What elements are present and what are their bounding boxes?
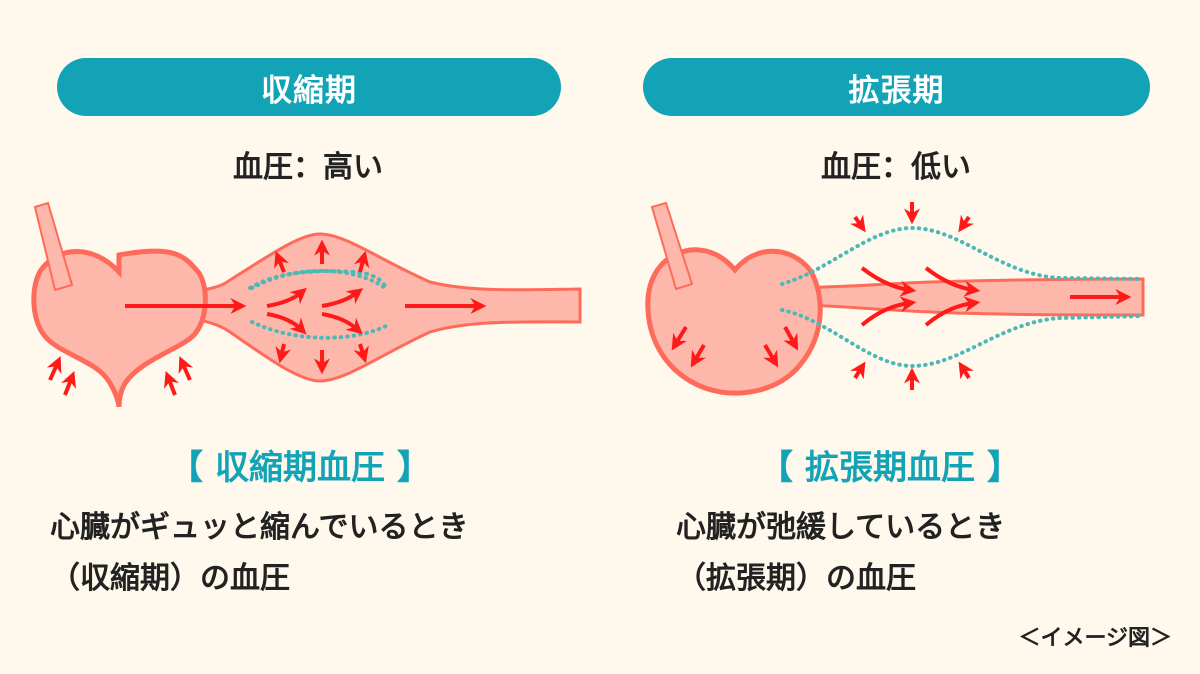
systolic-subtitle: 【 収縮期血圧 】 xyxy=(169,448,431,488)
diastolic-vessel-tube xyxy=(650,201,694,291)
image-note: ＜イメージ図＞ xyxy=(1018,626,1172,651)
systolic-description-line: 心臓がギュッと縮んでいるとき xyxy=(50,510,469,545)
diastolic-description-line: 心臓が弛緩しているとき xyxy=(676,510,1006,545)
systolic-description-line: （収縮期）の血圧 xyxy=(50,561,290,596)
diastolic-description: 心臓が弛緩しているとき （拡張期）の血圧 xyxy=(676,502,1005,604)
systolic-arrows xyxy=(46,239,487,396)
diastolic-dotted-outline xyxy=(780,225,1145,369)
systolic-diagram xyxy=(31,201,582,408)
systolic-dotted-outline xyxy=(250,268,390,340)
diastolic-subtitle: 【 拡張期血圧 】 xyxy=(759,448,1021,488)
systolic-heart xyxy=(31,248,208,408)
systolic-vessel-tube xyxy=(33,201,74,292)
diastolic-header: 拡張期 xyxy=(643,58,1150,116)
diastolic-diagram xyxy=(645,201,1145,396)
systolic-header: 収縮期 xyxy=(57,58,561,116)
systolic-pressure-label: 血圧：高い xyxy=(233,150,383,185)
systolic-vessel xyxy=(183,232,582,383)
diastolic-arrows xyxy=(671,202,1132,390)
diastolic-description-line: （拡張期）の血圧 xyxy=(676,561,916,596)
diastolic-pressure-label: 血圧：低い xyxy=(821,150,971,185)
systolic-description: 心臓がギュッと縮んでいるとき （収縮期）の血圧 xyxy=(50,502,469,604)
